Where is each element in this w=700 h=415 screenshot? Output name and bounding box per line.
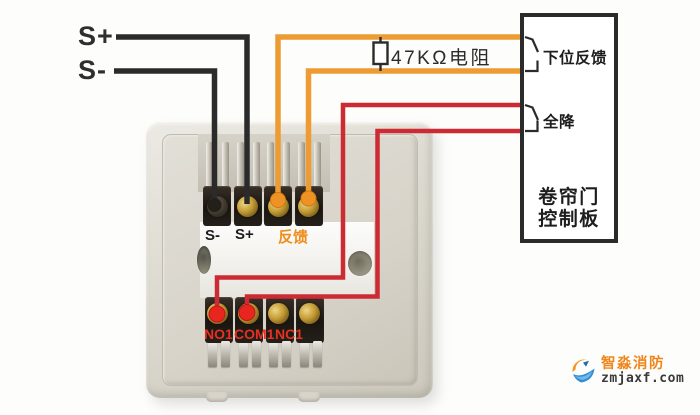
module-foot bbox=[206, 392, 228, 402]
terminal-screw bbox=[207, 303, 228, 324]
terminal-clamp-strip bbox=[198, 134, 330, 192]
resistor-symbol bbox=[372, 41, 389, 66]
terminal-screw bbox=[237, 303, 259, 324]
s-minus-label: S- bbox=[78, 55, 107, 85]
terminal-screw bbox=[268, 303, 289, 324]
terminal-screw bbox=[267, 196, 289, 217]
mounting-hole-right bbox=[348, 251, 372, 276]
terminal-label-com1: COM1 bbox=[234, 326, 275, 342]
fork-contact bbox=[208, 343, 217, 367]
terminal-label-s-minus: S- bbox=[205, 227, 220, 244]
watermark: 智淼消防 zmjaxf.com bbox=[570, 356, 684, 386]
resistor-label: 47KΩ电阻 bbox=[391, 48, 493, 69]
terminal-screw bbox=[298, 303, 320, 324]
control-board-feedback-input-label: 下位反馈 bbox=[543, 50, 608, 67]
fork-contact bbox=[238, 343, 248, 367]
fork-contact bbox=[282, 341, 291, 367]
terminal-label-feedback: 反馈 bbox=[278, 229, 309, 246]
control-board-title-line2: 控制板 bbox=[538, 208, 600, 230]
fork-contact bbox=[251, 341, 261, 367]
control-board-box: 下位反馈 全降 卷帘门 控制板 bbox=[520, 13, 618, 243]
terminal-clamp bbox=[267, 142, 274, 188]
terminal-label-nc1: NC1 bbox=[275, 326, 304, 342]
input-module-photo: S- S+ 反馈 NO1 COM1 NC1 bbox=[146, 122, 433, 402]
watermark-brand: 智淼消防 bbox=[601, 356, 665, 372]
terminal-screw bbox=[298, 196, 319, 217]
fork-contact bbox=[299, 343, 309, 367]
watermark-text: 智淼消防 zmjaxf.com bbox=[601, 356, 684, 386]
terminal-clamp bbox=[206, 142, 213, 188]
terminal-label-no1: NO1 bbox=[204, 326, 233, 342]
s-plus-label: S+ bbox=[78, 21, 114, 51]
terminal-s-minus bbox=[203, 186, 231, 226]
terminal-feedback-2 bbox=[294, 186, 323, 226]
mounting-hole-left bbox=[197, 246, 211, 274]
terminal-clamp bbox=[297, 142, 305, 188]
terminal-feedback-1 bbox=[264, 186, 292, 226]
control-board-title-line1: 卷帘门 bbox=[538, 187, 600, 208]
terminal-clamp bbox=[313, 142, 321, 188]
fork-contact bbox=[221, 341, 230, 367]
terminal-clamp bbox=[222, 142, 229, 188]
fork-contact bbox=[312, 341, 322, 367]
terminal-clamp bbox=[252, 142, 260, 188]
module-foot bbox=[298, 392, 320, 402]
terminal-s-plus bbox=[233, 186, 262, 226]
terminal-clamp bbox=[283, 142, 290, 188]
control-board-full-down-input-label: 全降 bbox=[543, 114, 576, 131]
terminal-screw bbox=[206, 196, 228, 217]
fork-contact bbox=[269, 343, 278, 367]
terminal-clamp bbox=[236, 142, 244, 188]
control-board-title: 卷帘门 控制板 bbox=[524, 187, 614, 230]
terminal-label-s-plus: S+ bbox=[235, 226, 254, 243]
terminal-screw bbox=[237, 196, 258, 217]
watermark-site: zmjaxf.com bbox=[601, 371, 685, 386]
brand-logo-icon bbox=[572, 359, 595, 383]
